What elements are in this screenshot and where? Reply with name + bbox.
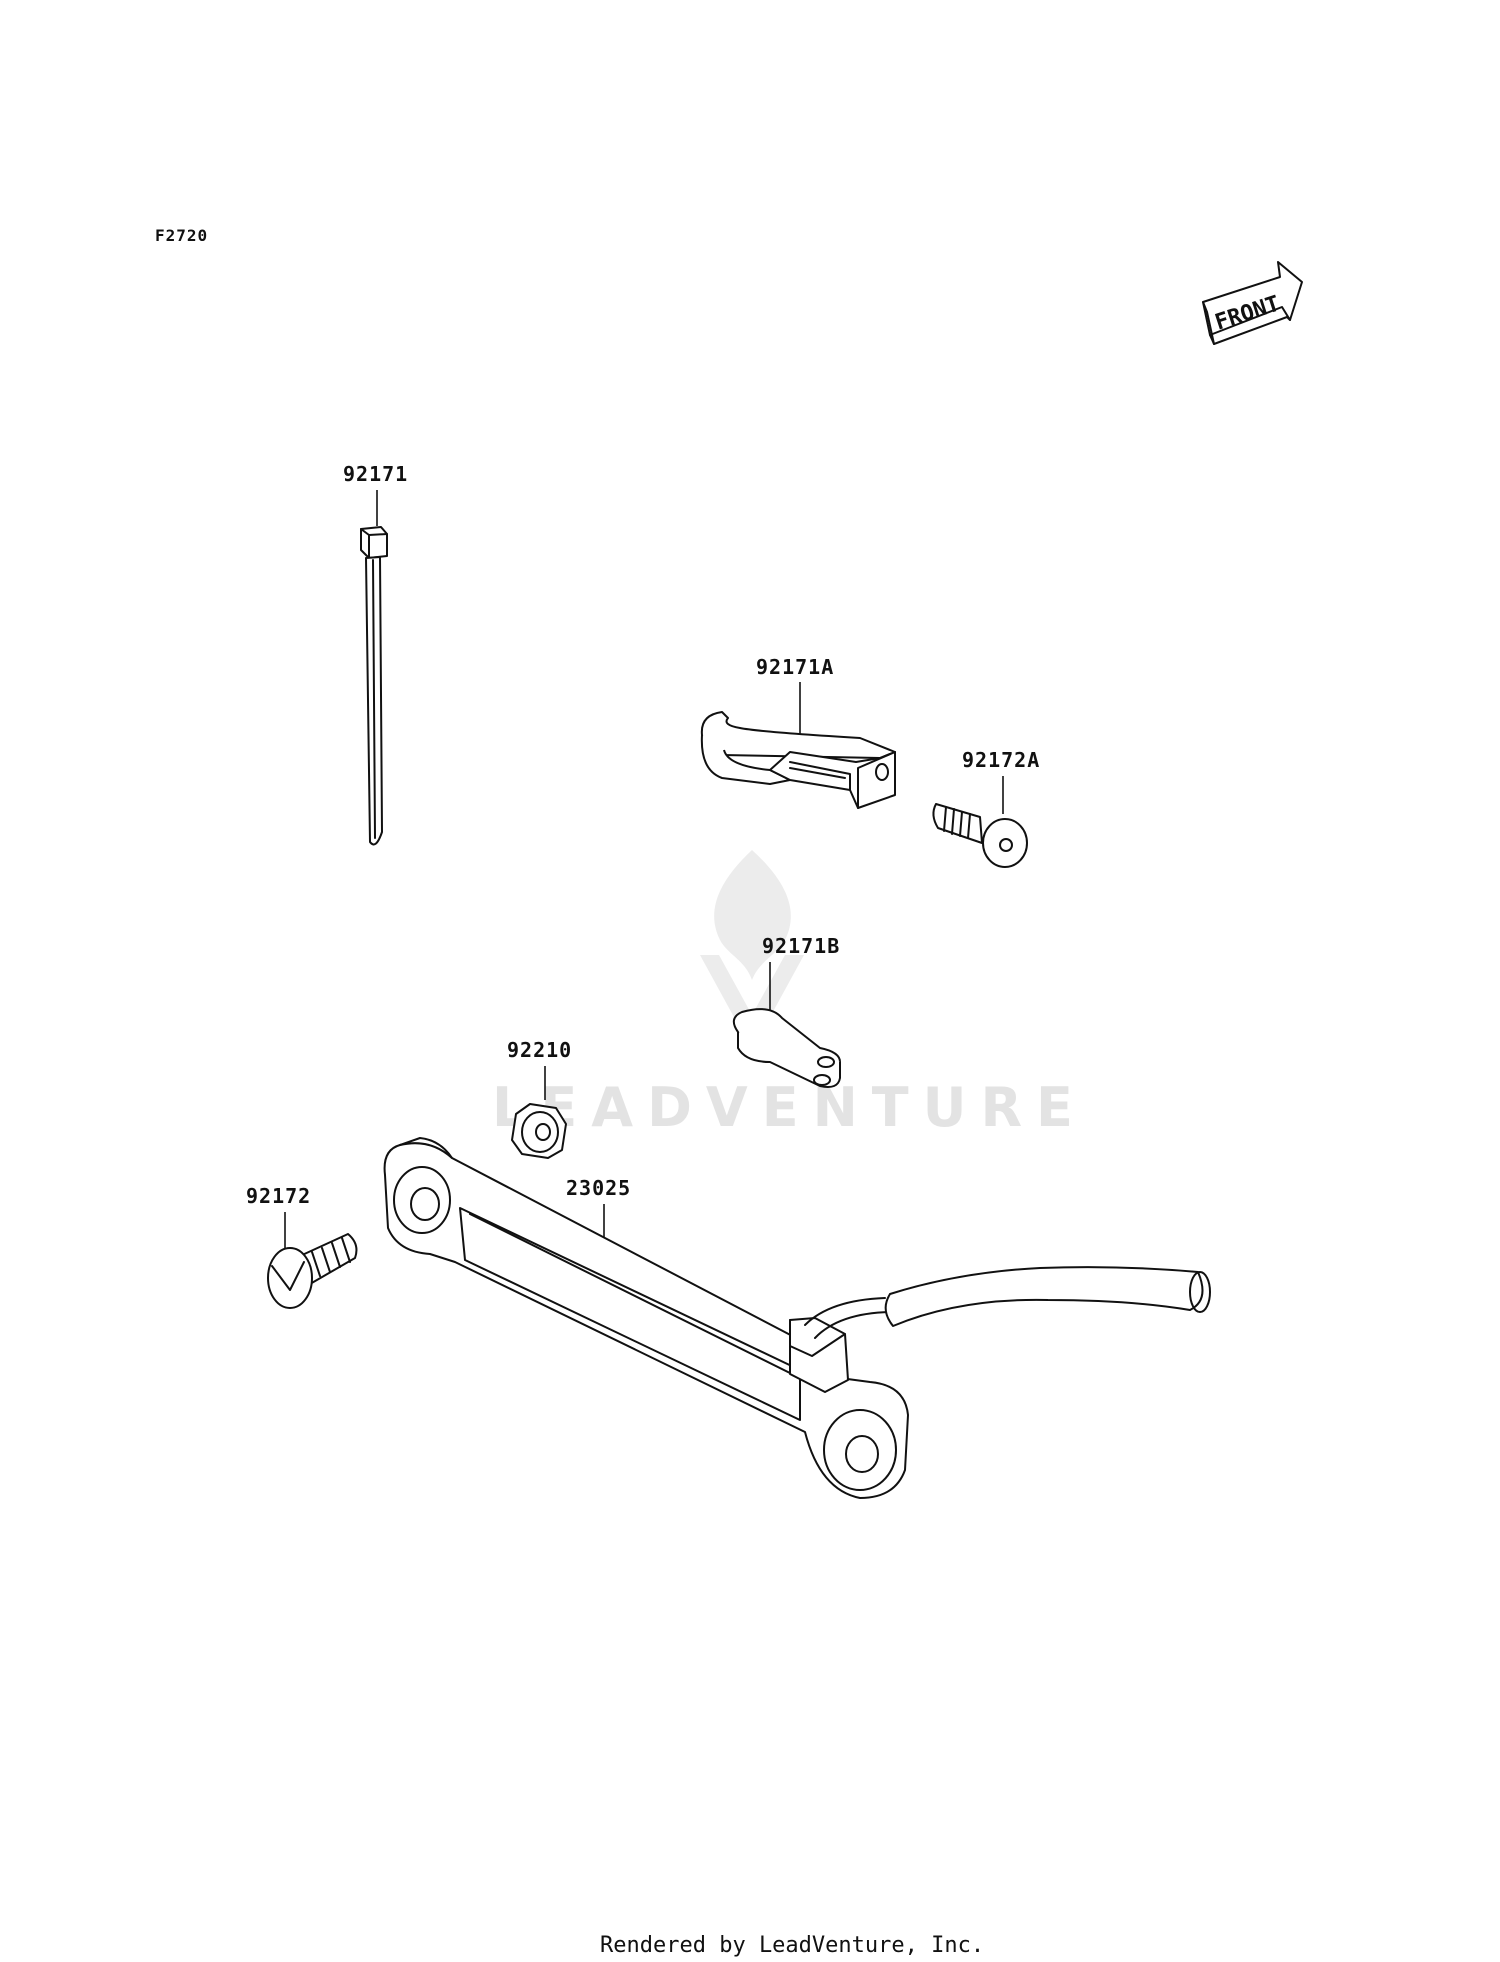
bolt-icon <box>932 803 1028 868</box>
part-label-92210: 92210 <box>507 1038 572 1062</box>
p-clamp-icon <box>732 1008 841 1088</box>
part-92172A[interactable]: 92172A <box>932 748 1040 868</box>
part-92172[interactable]: 92172 <box>246 1184 358 1309</box>
diagram-code: F2720 <box>155 226 208 245</box>
part-92171B[interactable]: 92171B <box>732 934 841 1088</box>
part-label-92171A: 92171A <box>756 655 834 679</box>
watermark: LEADVENTURE <box>492 850 1087 1139</box>
license-light-icon <box>383 1137 1211 1499</box>
watermark-text: LEADVENTURE <box>492 1076 1087 1139</box>
part-92171A[interactable]: 92171A <box>700 655 896 809</box>
part-label-23025: 23025 <box>566 1176 631 1200</box>
part-92171[interactable]: 92171 <box>343 462 408 846</box>
part-label-92172: 92172 <box>246 1184 311 1208</box>
part-label-92172A: 92172A <box>962 748 1040 772</box>
front-arrow-icon: FRONT <box>1202 261 1303 345</box>
footer-credit: Rendered by LeadVenture, Inc. <box>600 1933 984 1958</box>
cable-tie-icon <box>360 526 388 846</box>
part-92210[interactable]: 92210 <box>507 1038 572 1159</box>
nut-icon <box>511 1103 567 1159</box>
bracket-clamp-icon <box>700 711 896 809</box>
watermark-logo-icon <box>700 850 804 1050</box>
part-23025[interactable]: 23025 <box>383 1137 1211 1499</box>
part-label-92171: 92171 <box>343 462 408 486</box>
bolt-icon <box>267 1233 358 1309</box>
part-label-92171B: 92171B <box>762 934 840 958</box>
